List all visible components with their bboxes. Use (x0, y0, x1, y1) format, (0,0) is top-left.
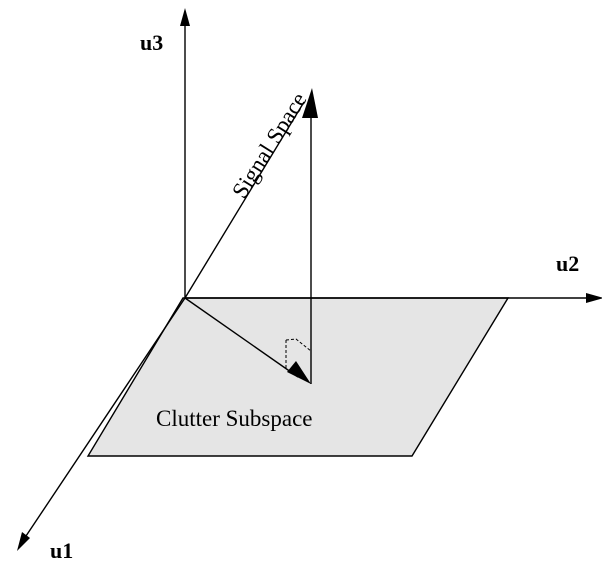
u3-axis-label: u3 (140, 30, 163, 55)
u3-arrowhead (180, 8, 190, 26)
signal-vector-arrowhead (302, 88, 318, 118)
u1-axis (25, 297, 186, 537)
clutter-subspace-label: Clutter Subspace (156, 406, 313, 431)
signal-space-label: Signal Space (227, 88, 312, 203)
u2-axis-label: u2 (556, 251, 579, 276)
u1-arrowhead (17, 532, 30, 551)
u1-axis-label: u1 (50, 538, 73, 563)
right-angle-marker (285, 338, 312, 352)
clutter-vector-arrowhead (287, 361, 311, 384)
signal-space-vector (184, 101, 305, 299)
clutter-projection-vector (184, 297, 299, 378)
u2-arrowhead (586, 293, 602, 303)
